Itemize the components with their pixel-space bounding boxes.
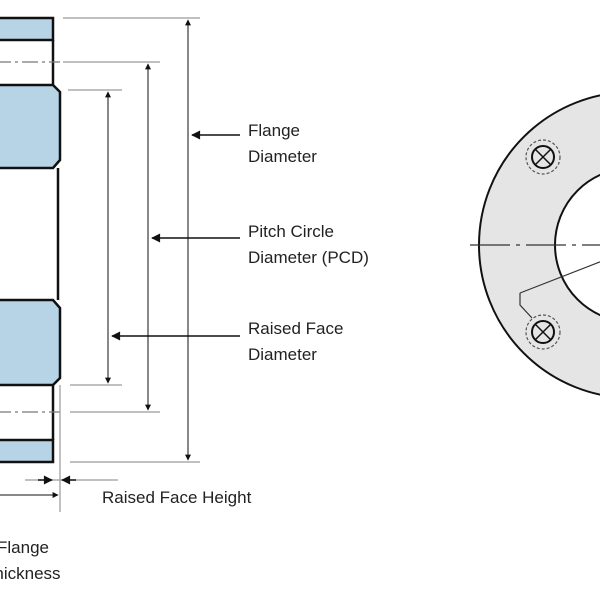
raised-face-diameter-label-2: Diameter [248, 345, 317, 364]
raised-face-height-label: Raised Face Height [102, 488, 252, 507]
flange-diameter-label-2: Diameter [248, 147, 317, 166]
bolt-hole-leader [519, 293, 533, 319]
bolt-hole-top [525, 139, 561, 175]
flange-front-view [470, 94, 600, 396]
flange-section-view [0, 16, 62, 464]
bolt-hole-bottom [525, 314, 561, 350]
pcd-label-2: Diameter (PCD) [248, 248, 369, 267]
flange-section-top-rim [0, 16, 55, 42]
flange-thickness-label-1: Flange [0, 538, 49, 557]
flange-section-upper-body [0, 83, 62, 170]
flange-diameter-label-1: Flange [248, 121, 300, 140]
pcd-radius-line [519, 261, 600, 294]
pcd-label-1: Pitch Circle [248, 222, 334, 241]
flange-thickness-label-2: Thickness [0, 564, 61, 583]
flange-section-lower-body [0, 298, 62, 387]
flange-section-bottom-rim [0, 438, 55, 464]
raised-face-diameter-label-1: Raised Face [248, 319, 343, 338]
